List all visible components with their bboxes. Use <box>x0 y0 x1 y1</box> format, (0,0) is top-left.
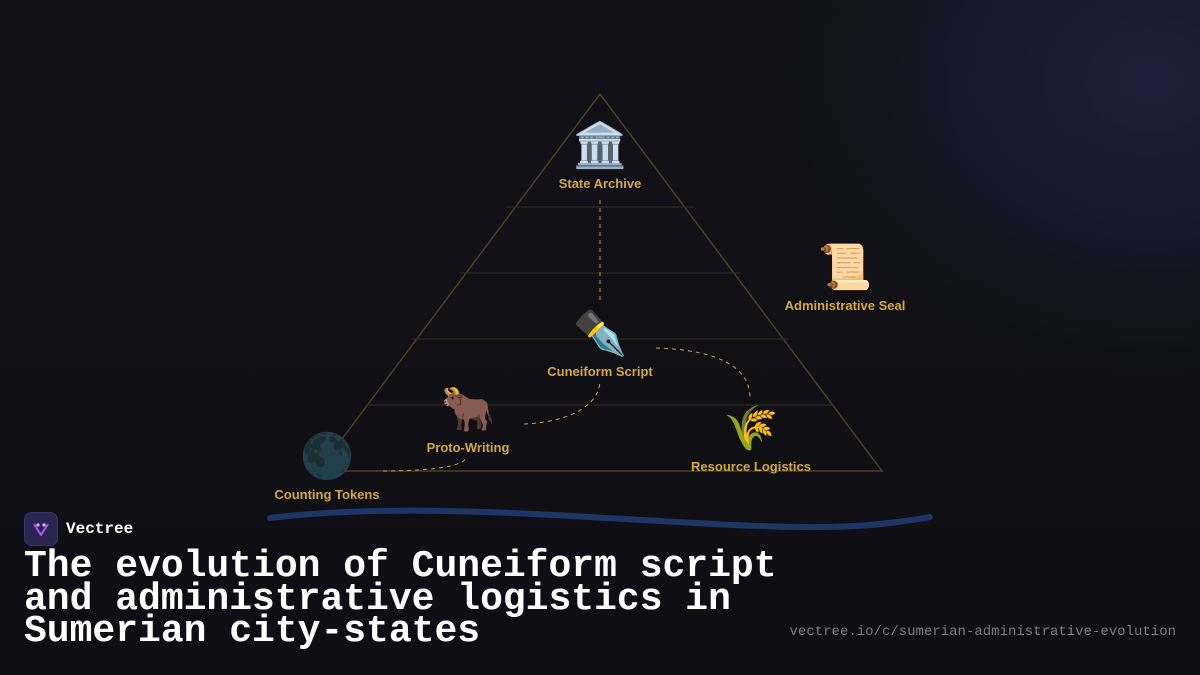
node-label: State Archive <box>558 176 642 191</box>
page-url: vectree.io/c/sumerian-administrative-evo… <box>789 624 1176 640</box>
node-label: Resource Logistics <box>691 459 811 474</box>
node-proto-writing: 🐂 Proto-Writing <box>368 384 568 455</box>
connector-counting-tokens-to-proto-writing <box>382 457 467 472</box>
brand-name: Vectree <box>66 520 134 538</box>
scroll-icon: 📜 <box>817 243 873 292</box>
page-title: The evolution of Cuneiform script and ad… <box>24 545 777 653</box>
node-label: Counting Tokens <box>274 487 380 502</box>
node-counting-tokens: 🌑 Counting Tokens <box>227 431 427 502</box>
node-label: Cuneiform Script <box>547 364 653 379</box>
vectree-logo-icon <box>24 512 58 546</box>
node-resource-logistics: 🌾 Resource Logistics <box>651 403 851 474</box>
node-label: Proto-Writing <box>426 440 510 455</box>
timeline-wave <box>267 507 933 531</box>
new-moon-icon: 🌑 <box>299 432 355 481</box>
node-state-archive: 🏛️ State Archive <box>500 120 700 191</box>
node-administrative-seal: 📜 Administrative Seal <box>745 242 945 313</box>
brand: Vectree <box>24 512 133 546</box>
connector-proto-writing-to-cuneiform-script <box>523 379 601 425</box>
ox-icon: 🐂 <box>440 385 496 434</box>
node-cuneiform-script: ✒️ Cuneiform Script <box>500 308 700 379</box>
connector-cuneiform-script-to-resource-logistics <box>655 347 751 399</box>
fountain-pen-icon: ✒️ <box>572 309 628 358</box>
pyramid-outline <box>316 92 884 472</box>
node-label: Administrative Seal <box>784 298 906 313</box>
sheaf-of-rice-icon: 🌾 <box>723 404 779 453</box>
classical-building-icon: 🏛️ <box>572 121 628 170</box>
